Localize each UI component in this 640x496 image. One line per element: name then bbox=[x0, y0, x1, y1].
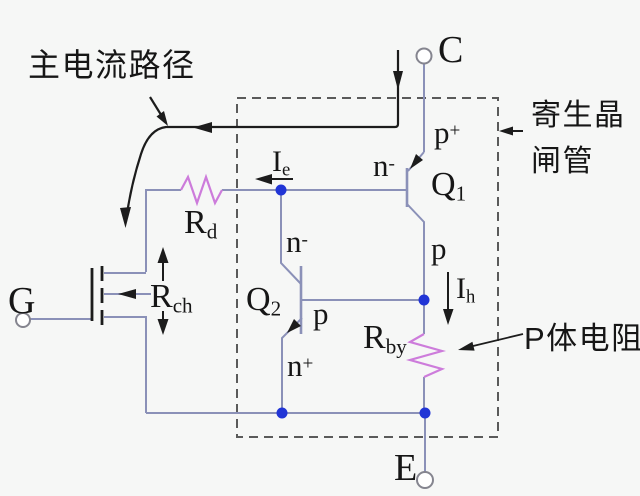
q2-emitter-arrow-icon bbox=[287, 319, 301, 333]
current-down-arrow-icon bbox=[393, 71, 403, 90]
mosfet-body-arrow-icon bbox=[118, 289, 136, 299]
resistors bbox=[180, 173, 447, 379]
node-rail-right bbox=[419, 407, 431, 419]
emitter-terminal-circle bbox=[416, 471, 434, 489]
bjt-arrowheads bbox=[287, 154, 423, 333]
q1-label: Q1 bbox=[431, 166, 467, 206]
node-ie-junction bbox=[275, 184, 287, 196]
collector-terminal-label: C bbox=[438, 29, 464, 71]
node-rail-left bbox=[276, 407, 288, 419]
ie-current-label: Ie bbox=[272, 145, 291, 181]
region-label-n-minus-q1: n- bbox=[373, 148, 395, 183]
ih-current-label: Ih bbox=[456, 272, 476, 308]
pointer-arrow-icon bbox=[156, 111, 168, 126]
terminal-circles bbox=[15, 47, 434, 489]
region-label-n-minus-mid: n- bbox=[286, 224, 308, 259]
emitter-terminal-label: E bbox=[394, 447, 418, 489]
rby-label: Rby bbox=[363, 319, 407, 359]
main-current-arrowheads bbox=[120, 71, 403, 228]
parasitic-thyristor-label-line1: 寄生晶 bbox=[531, 99, 626, 132]
current-curve-arrow-icon bbox=[120, 207, 131, 228]
drain-to-rd-wire bbox=[145, 189, 181, 272]
q1-collector-wire bbox=[406, 203, 425, 334]
region-label-n-plus: n+ bbox=[287, 348, 314, 383]
rch-arrowheads bbox=[157, 247, 169, 335]
p-body-resistance-label: P体电阻 bbox=[524, 321, 640, 356]
current-left-arrow-icon bbox=[193, 122, 212, 133]
q2-collector-wire bbox=[280, 190, 302, 285]
pbody-callout-shaft bbox=[470, 333, 524, 348]
mosfet-symbol bbox=[90, 266, 104, 325]
ie-left-arrow-icon bbox=[255, 174, 272, 185]
rch-label: Rch bbox=[150, 278, 193, 318]
ih-down-arrow-icon bbox=[443, 309, 454, 325]
collector-terminal-circle bbox=[415, 47, 433, 65]
q1-emitter-arrow-icon bbox=[410, 154, 423, 169]
parasitic-callout-arrow-icon bbox=[499, 126, 513, 136]
region-label-p-plus: p+ bbox=[434, 115, 461, 150]
rch-up-arrow-icon bbox=[157, 247, 169, 263]
region-label-p-q2-base: p bbox=[313, 296, 329, 331]
parasitic-thyristor-label-line2: 闸管 bbox=[531, 145, 594, 178]
circuit-wires bbox=[30, 64, 426, 472]
resistor-rd-symbol bbox=[180, 173, 223, 207]
rch-down-arrow-icon bbox=[157, 319, 169, 335]
rd-label: Rd bbox=[184, 204, 218, 244]
gate-terminal-circle bbox=[15, 312, 31, 328]
pbody-callout-arrow-icon bbox=[458, 341, 475, 351]
region-label-p-q1-collector: p bbox=[431, 231, 447, 266]
gate-terminal-label: G bbox=[8, 280, 36, 322]
resistor-rby-symbol bbox=[405, 333, 447, 379]
node-q2-base-junction bbox=[418, 294, 430, 306]
q2-label: Q2 bbox=[246, 281, 282, 321]
connection-nodes bbox=[275, 184, 431, 419]
main-current-path-label: 主电流路径 bbox=[28, 47, 196, 83]
